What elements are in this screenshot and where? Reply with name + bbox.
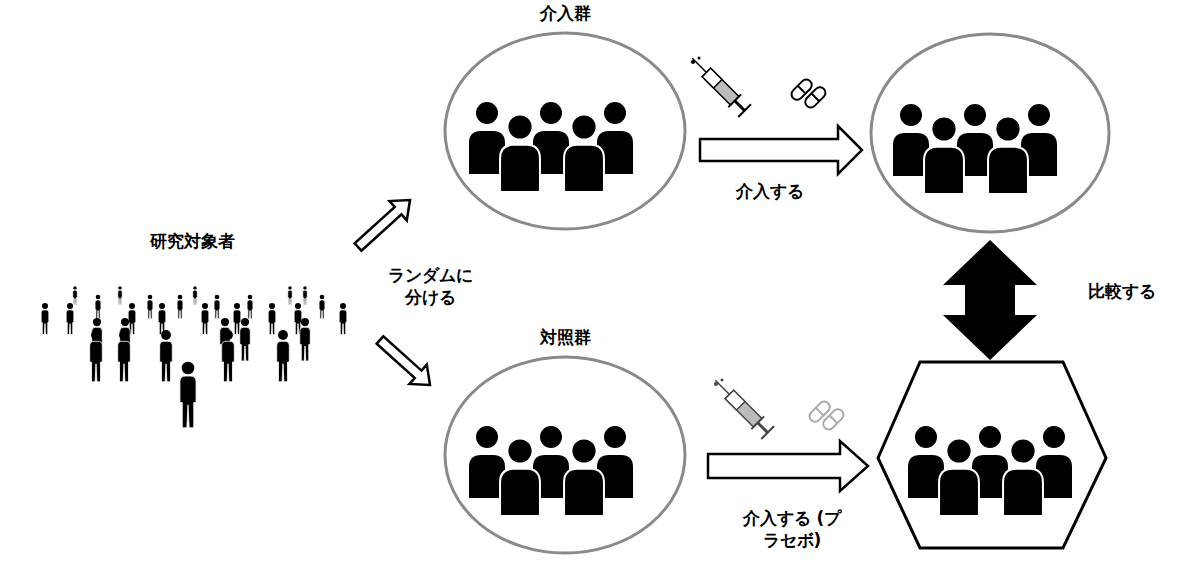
compare-arrow <box>943 240 1037 360</box>
group-circle <box>443 31 687 231</box>
result-circle <box>871 34 1109 232</box>
group-heading: 介入群 <box>443 2 687 24</box>
result-hexagon <box>878 362 1106 548</box>
group-heading: 研究対象者 <box>30 230 355 252</box>
compare-label: 比較する <box>1065 280 1179 302</box>
split-arrow <box>377 336 430 385</box>
placebo-arrow <box>708 441 868 491</box>
people-figures <box>41 101 1073 516</box>
placebo-label: 介入する (プラセボ) <box>740 507 844 551</box>
pill-icon <box>789 77 827 109</box>
placebo-pill-icon <box>807 399 845 431</box>
syringe-icon <box>709 374 774 439</box>
group-heading: 対照群 <box>443 326 687 348</box>
intervention-group: 介入群 <box>443 31 687 231</box>
control-group: 対照群 <box>443 355 687 555</box>
subject-crowd: 研究対象者 <box>30 222 355 462</box>
intervene-arrow <box>700 126 862 174</box>
intervene-label: 介入する <box>708 180 832 202</box>
split-arrow <box>355 200 410 251</box>
randomize-label: ランダムに 分ける <box>378 264 482 308</box>
syringe-icon <box>686 52 751 117</box>
group-circle <box>443 355 687 555</box>
